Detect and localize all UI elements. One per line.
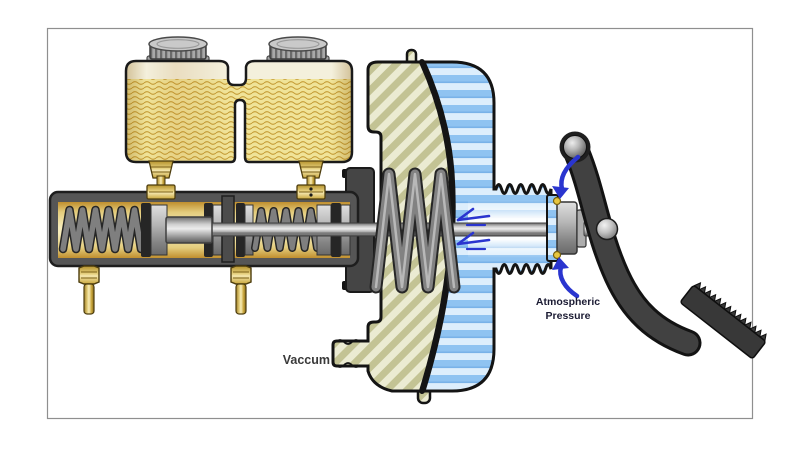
pedal-pad: [680, 282, 767, 359]
curved-arrow-icon: [552, 154, 581, 199]
curved-arrow-icon: [552, 257, 580, 299]
pedal-pad-serration: [693, 282, 767, 342]
reservoir-tank-outline: [124, 59, 354, 164]
air-flow-arrows: [456, 207, 491, 251]
outlet-port-primary: [78, 265, 100, 315]
valve-seal-top: [552, 196, 562, 206]
reservoir-outlet-right: [298, 160, 324, 191]
outlet-port-secondary: [230, 265, 252, 315]
primary-return-spring: [58, 205, 146, 254]
inlet-fitting-left: [146, 184, 176, 200]
atmospheric-pressure-label-line1: Atmospheric: [536, 296, 600, 308]
atmospheric-inlet-arrows: [552, 154, 581, 299]
pedal-arm: [566, 142, 699, 354]
vacuum-port-ribs-top: [335, 339, 361, 345]
atmospheric-pressure-label-line2: Pressure: [546, 310, 591, 322]
inlet-fitting-right: [296, 184, 326, 200]
primary-piston-seal: [141, 203, 151, 257]
air-valve-assembly: [546, 194, 605, 262]
valve-flange: [556, 201, 578, 255]
booster-diaphragm: [419, 59, 456, 394]
reservoir-cap-left: [146, 36, 210, 64]
reservoir-outlet-left: [148, 160, 174, 191]
vacuum-label: Vaccum: [283, 353, 330, 367]
primary-piston-rod: [165, 216, 213, 244]
left-arrow-icon: [456, 231, 491, 251]
booster-return-spring: [369, 167, 461, 294]
pedal-pivot: [563, 135, 587, 159]
primary-piston: [150, 204, 168, 256]
pushrod-ball-joint: [595, 217, 619, 241]
diagram-frame: [46, 27, 754, 420]
vacuum-port-ribs-bottom: [335, 362, 361, 368]
left-arrow-icon: [456, 207, 491, 227]
valve-seal-bottom: [552, 250, 562, 260]
brake-pedal: [559, 131, 767, 359]
reservoir-cap-right: [266, 36, 330, 64]
